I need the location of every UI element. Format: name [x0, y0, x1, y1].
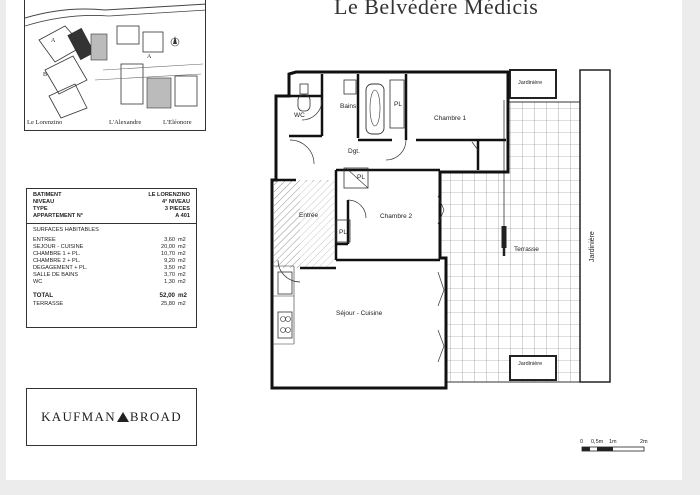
logo-triangle-icon [116, 412, 129, 422]
room-label-chambre1: Chambre 1 [434, 115, 467, 122]
site-label-alexandre: L'Alexandre [109, 119, 142, 126]
apartment-info-table: BATIMENT LE LORENZINO NIVEAU 4° NIVEAU T… [26, 188, 197, 328]
scale-label-0: 0 [580, 439, 584, 445]
scale-label-2: 2m [640, 439, 648, 445]
room-label-chambre2: Chambre 2 [380, 213, 413, 220]
site-label-eleonore: L'Eléonore [163, 119, 192, 126]
building-b-label: B [43, 72, 48, 78]
site-plan-drawing [25, 3, 205, 119]
room-label-wc: WC [294, 112, 305, 119]
planter-label-side: Jardinière [589, 231, 596, 262]
info-section-title: SURFACES HABITABLES [27, 223, 196, 234]
bathtub-icon [365, 83, 385, 135]
scale-bar [581, 446, 645, 452]
room-label-bains: Bains [340, 103, 357, 110]
room-label-terrasse: Terrasse [514, 246, 539, 253]
scale-label-05: 0,5m [591, 439, 604, 445]
room-label-entree: Entrée [299, 212, 319, 219]
building-a-label: A [51, 38, 56, 44]
plan-sheet: Le Belvédère Médicis A B A Le Lorenzino … [6, 0, 682, 480]
planter-label-top: Jardinière [518, 80, 543, 86]
cooktop-icon [277, 311, 293, 339]
site-plan: A B A Le Lorenzino L'Alexandre L'Eléonor… [24, 0, 206, 131]
info-row-niveau: NIVEAU 4° NIVEAU [33, 199, 190, 205]
site-label-lorenzino: Le Lorenzino [27, 119, 63, 126]
room-label-pl-ch2: PL [339, 229, 347, 236]
room-label-pl-dgt: PL [357, 174, 365, 181]
room-label-dgt: Dgt. [348, 148, 360, 155]
scale-label-1: 1m [609, 439, 617, 445]
room-label-sejour: Séjour - Cuisine [336, 310, 383, 317]
info-row-batiment: BATIMENT LE LORENZINO [33, 192, 190, 198]
floor-plan [270, 69, 645, 452]
toilet-icon [297, 94, 311, 112]
building-a2-label: A [147, 54, 152, 60]
info-row-appartement: APPARTEMENT N° A 401 [33, 213, 190, 219]
info-row-type: TYPE 3 PIECES [33, 206, 190, 212]
room-label-pl1: PL [394, 101, 402, 108]
page-title: Le Belvédère Médicis [334, 0, 539, 19]
planter-label-bottom: Jardinière [518, 361, 543, 367]
